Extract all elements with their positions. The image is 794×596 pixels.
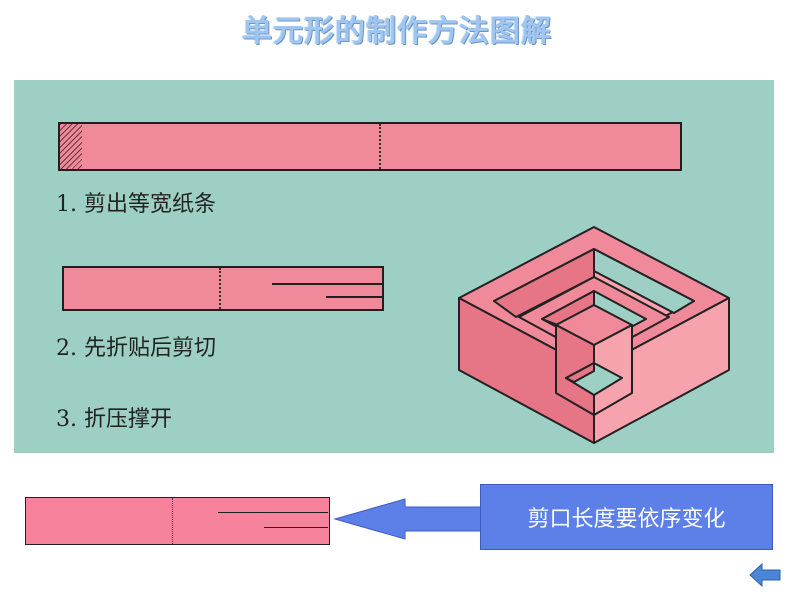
page-title: 单元形的制作方法图解 bbox=[242, 14, 552, 49]
strip-hatched-end bbox=[60, 124, 82, 169]
fold-line bbox=[219, 268, 221, 309]
paper-strip-step1 bbox=[58, 122, 682, 171]
fold-line bbox=[172, 498, 173, 544]
paper-strip-step2 bbox=[62, 266, 384, 311]
fold-line bbox=[379, 124, 381, 169]
callout-box: 剪口长度要依序变化 bbox=[480, 484, 773, 550]
callout-text: 剪口长度要依序变化 bbox=[527, 507, 726, 532]
nested-box-3d bbox=[458, 226, 730, 444]
cut-line bbox=[272, 283, 382, 285]
paper-strip-example bbox=[25, 497, 330, 545]
step-2-label: 2. 先折贴后剪切 bbox=[56, 336, 216, 361]
step-3-label: 3. 折压撑开 bbox=[56, 407, 172, 432]
cut-line bbox=[218, 512, 328, 513]
cut-line bbox=[326, 296, 382, 298]
left-arrow-icon bbox=[333, 498, 482, 540]
step-1-label: 1. 剪出等宽纸条 bbox=[56, 192, 216, 217]
illustration-panel: 1. 剪出等宽纸条 2. 先折贴后剪切 3. 折压撑开 bbox=[14, 80, 774, 453]
back-arrow-icon[interactable] bbox=[748, 562, 782, 588]
cut-line bbox=[264, 527, 328, 528]
